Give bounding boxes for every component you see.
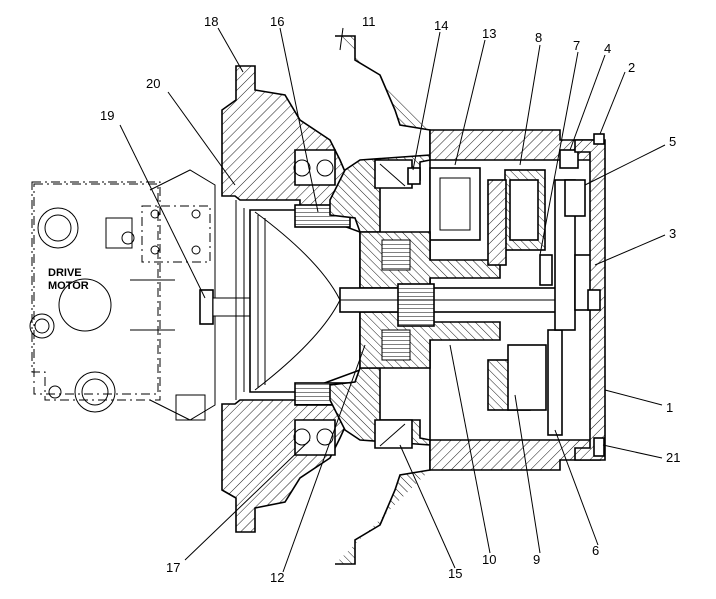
seal-2 [593,133,605,145]
callout-13: 13 [482,26,496,41]
drive-motor-label-line2: MOTOR [48,280,89,292]
drive-motor: DRIVE MOTOR [29,169,254,421]
callout-6: 6 [592,543,599,558]
callout-20: 20 [146,76,160,91]
callout-4: 4 [604,41,611,56]
bearing-13 [429,167,481,241]
callout-numbers: 18 16 11 14 13 8 7 4 2 5 3 1 21 6 9 10 1… [100,14,680,585]
callout-5: 5 [669,134,676,149]
drive-motor-label-line1: DRIVE [48,267,82,279]
callout-14: 14 [434,18,448,33]
lock-nut-14 [407,167,421,185]
callout-17: 17 [166,560,180,575]
callout-16: 16 [270,14,284,29]
bearing-17-upper [293,149,336,186]
callout-18: 18 [204,14,218,29]
gear-9 [487,344,547,411]
callout-2: 2 [628,60,635,75]
callout-3: 3 [669,226,676,241]
leader-lines [119,27,666,573]
retainer-4 [559,149,579,169]
spindle-10 [359,231,501,369]
ring-gear [487,179,507,266]
bearing-15-upper [374,159,413,189]
callout-19: 19 [100,108,114,123]
callout-8: 8 [535,30,542,45]
callout-1: 1 [666,400,673,415]
callout-21: 21 [666,450,680,465]
callout-10: 10 [482,552,496,567]
sun-gear-7 [539,254,553,286]
bearing-5 [564,179,586,217]
cover-bolt-21 [593,437,605,457]
callout-9: 9 [533,552,540,567]
bearing-15-lower [374,419,413,449]
callout-7: 7 [573,38,580,53]
end-cover-1 [574,139,606,461]
planet-gear-8 [504,169,546,251]
callout-15: 15 [448,566,462,581]
input-shaft [339,283,561,327]
bearing-17-lower [293,419,336,456]
callout-12: 12 [270,570,284,585]
callout-11: 11 [362,14,376,29]
